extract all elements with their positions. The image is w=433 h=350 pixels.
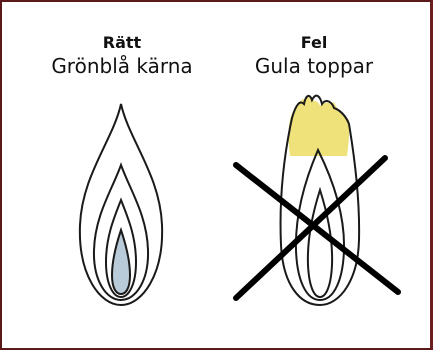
correct-flame-core	[112, 230, 130, 294]
wrong-cross-icon	[236, 158, 398, 298]
correct-flame-icon	[80, 104, 162, 305]
wrong-flame-middle	[296, 150, 344, 300]
wrong-flame-icon	[236, 94, 398, 305]
wrong-flame-inner	[308, 190, 332, 297]
